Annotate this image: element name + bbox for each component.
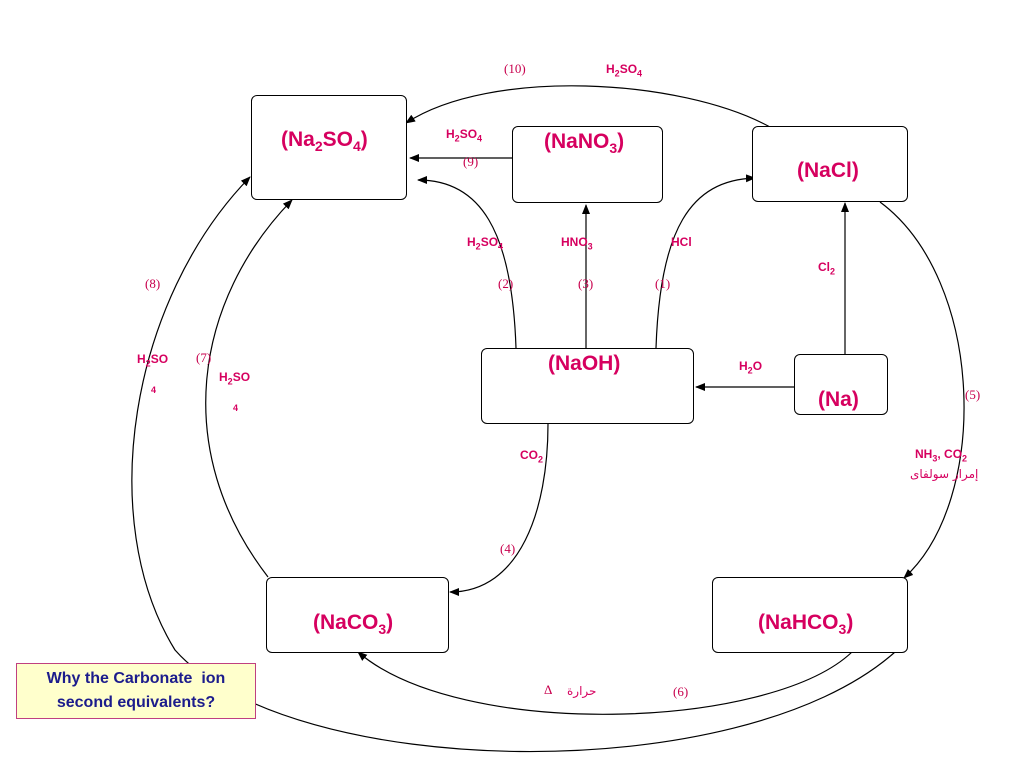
step-7: (7) xyxy=(196,350,212,365)
reagent-co2: CO2 xyxy=(520,448,544,465)
node-naoh xyxy=(481,348,694,424)
step-9: (9) xyxy=(463,154,479,169)
reagent-h2o: H2O xyxy=(739,359,763,376)
step-3: (3) xyxy=(578,276,594,291)
arrow-5 xyxy=(879,201,965,579)
reagent-h2so4-9: H2SO4 xyxy=(446,127,483,144)
reagent-solvay: إمرار سولفاى xyxy=(910,467,979,481)
reagent-h2so4-7: H2SO 4 xyxy=(219,370,251,413)
node-na-label: (Na) xyxy=(818,388,859,411)
reagent-delta: Δ xyxy=(544,682,553,697)
reagent-nh3-co2: NH3, CO2 xyxy=(915,447,968,464)
node-naco3-label: (NaCO3) xyxy=(313,611,394,638)
reagent-heat: حرارة xyxy=(567,684,597,698)
node-nahco3 xyxy=(712,577,908,653)
reagent-h2so4-8: H2SO 4 xyxy=(137,352,169,395)
question-box: Why the Carbonate ion second equivalents… xyxy=(16,663,256,719)
step-1: (1) xyxy=(655,276,671,291)
reagent-hcl: HCl xyxy=(671,235,692,249)
arrow-4 xyxy=(449,423,549,596)
node-na xyxy=(794,354,888,415)
reagent-hno3: HNO3 xyxy=(561,235,593,252)
arrow-10 xyxy=(405,85,771,128)
question-line-1: Why the Carbonate ion xyxy=(46,670,226,687)
reagent-h2so4-2: H2SO4 xyxy=(467,235,504,252)
node-na2so4-label: (Na2SO4) xyxy=(281,128,368,155)
node-nano3-label: (NaNO3) xyxy=(544,130,625,157)
node-nano3 xyxy=(512,126,663,203)
step-10: (10) xyxy=(504,61,526,76)
node-nahco3-label: (NaHCO3) xyxy=(758,611,854,638)
node-nacl xyxy=(752,126,908,202)
step-2: (2) xyxy=(498,276,514,291)
question-line-2: second equivalents? xyxy=(56,694,216,711)
node-naoh-label: (NaOH) xyxy=(548,352,621,375)
step-4: (4) xyxy=(500,541,516,556)
node-na2so4 xyxy=(251,95,407,200)
reagent-h2so4-top: H2SO4 xyxy=(606,62,643,79)
step-5: (5) xyxy=(965,387,981,402)
reagent-cl2: Cl2 xyxy=(818,260,836,277)
node-naco3 xyxy=(266,577,449,653)
step-6: (6) xyxy=(673,684,689,699)
arrow-1 xyxy=(655,174,756,349)
step-8: (8) xyxy=(145,276,161,291)
arrow-2 xyxy=(417,176,517,349)
arrow-7 xyxy=(205,199,293,578)
node-nacl-label: (NaCl) xyxy=(797,159,859,182)
arrow-6 xyxy=(357,651,853,715)
